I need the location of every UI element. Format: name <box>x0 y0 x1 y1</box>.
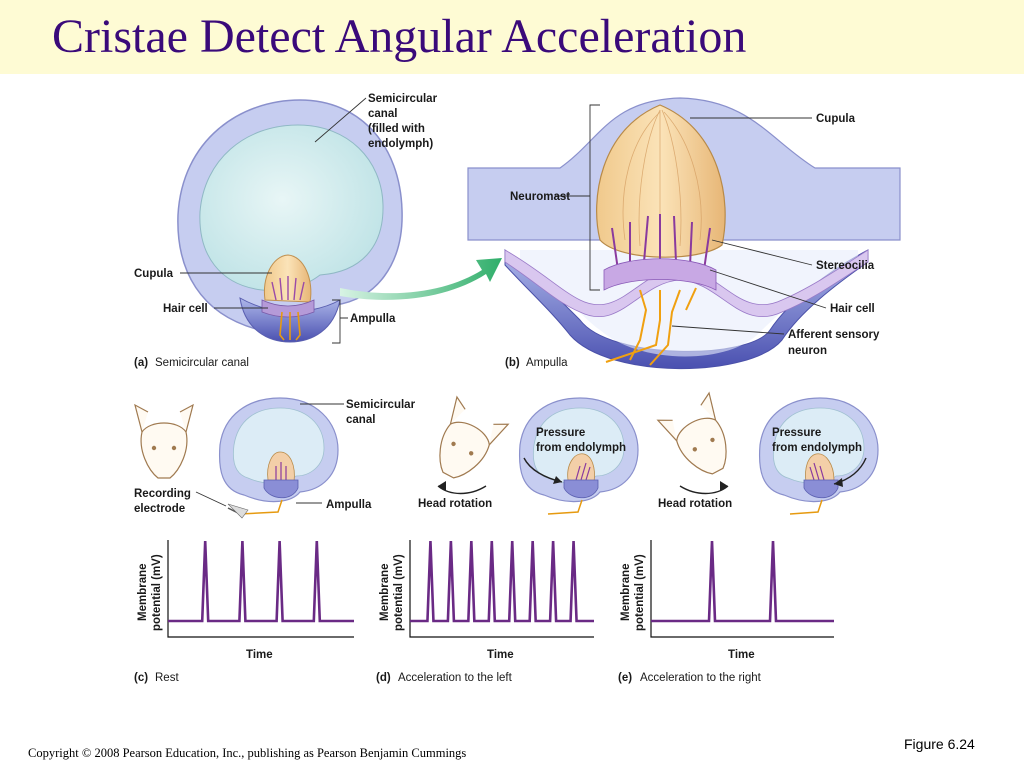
cupula-label-a: Cupula <box>134 268 174 280</box>
trace-line-c <box>168 540 354 623</box>
panel-a-caption: Semicircular canal <box>155 357 249 369</box>
trace-c: Membrane potential (mV) Time (c) Rest <box>134 540 354 684</box>
pressure-label-e-line1: Pressure <box>772 427 821 439</box>
deer-head-e <box>656 391 727 475</box>
panel-e-letter: (e) <box>618 672 632 684</box>
head-rotation-label-e: Head rotation <box>658 498 732 510</box>
axes-c <box>167 540 354 638</box>
title-bar <box>0 0 1024 74</box>
semicircular-canal-inner <box>199 124 384 292</box>
hair-cell-label-a: Hair cell <box>163 303 208 315</box>
panel-b-caption: Ampulla <box>526 357 568 369</box>
canal-label-line3: (filled with <box>368 123 425 135</box>
panel-e-illustration: Head rotation Pressure from endolymph <box>656 391 879 515</box>
panel-a-letter: (a) <box>134 357 148 369</box>
canal-label-c-line2: canal <box>346 414 375 426</box>
panel-d-letter: (d) <box>376 672 391 684</box>
panel-c-letter: (c) <box>134 672 148 684</box>
panel-c-caption: Rest <box>155 672 179 684</box>
panel-b: Neuromast Cupula Stereocilia Hair cell A… <box>467 97 901 370</box>
trace-line-d <box>410 540 594 623</box>
slide-title: Cristae Detect Angular Acceleration <box>52 10 747 63</box>
zoom-arrow <box>340 258 502 300</box>
trace-e: Membrane potential (mV) Time (e) Acceler… <box>618 540 834 684</box>
deer-head-c <box>134 403 194 479</box>
cupula-label-b: Cupula <box>816 113 856 125</box>
ylabel-e-line1: Membrane <box>620 563 632 621</box>
panel-d-illustration: Head rotation Pressure from endolymph <box>418 395 639 515</box>
deer-head-d <box>439 395 510 479</box>
axes-d <box>409 540 594 638</box>
panel-b-letter: (b) <box>505 357 520 369</box>
trace-line-e <box>651 540 834 623</box>
ampulla-label-a: Ampulla <box>350 313 396 325</box>
head-rotation-label-d: Head rotation <box>418 498 492 510</box>
neuron-label-line1: Afferent sensory <box>788 329 880 341</box>
panel-e-caption: Acceleration to the right <box>640 672 762 684</box>
canal-label-line4: endolymph) <box>368 138 433 150</box>
recording-label-line2: electrode <box>134 503 185 515</box>
panel-a: Semicircular canal (filled with endolymp… <box>134 93 438 369</box>
ylabel-d-line2: potential (mV) <box>393 554 405 631</box>
cupula-b <box>596 104 726 258</box>
epithelium-b <box>504 249 869 318</box>
axes-e <box>650 540 834 638</box>
ylabel-c-line2: potential (mV) <box>151 554 163 631</box>
copyright-notice: Copyright © 2008 Pearson Education, Inc.… <box>28 746 467 760</box>
neuromast-label: Neuromast <box>510 191 570 203</box>
figure-number: Figure 6.24 <box>904 736 975 752</box>
xlabel-d: Time <box>487 649 514 661</box>
trace-d: Membrane potential (mV) Time (d) Acceler… <box>376 540 594 684</box>
panel-c-illustration: Semicircular canal Recording electrode A… <box>134 397 416 519</box>
ylabel-d-line1: Membrane <box>379 563 391 621</box>
pressure-label-d-line2: from endolymph <box>536 442 626 454</box>
xlabel-e: Time <box>728 649 755 661</box>
canal-label-line1: Semicircular <box>368 93 438 105</box>
hair-cells-a <box>261 299 315 318</box>
canal-label-line2: canal <box>368 108 397 120</box>
stereocilia-label: Stereocilia <box>816 260 875 272</box>
ampulla-label-c: Ampulla <box>326 499 372 511</box>
panel-d-caption: Acceleration to the left <box>398 672 513 684</box>
xlabel-c: Time <box>246 649 273 661</box>
ylabel-c-line1: Membrane <box>137 563 149 621</box>
ylabel-e-line2: potential (mV) <box>634 554 646 631</box>
recording-label-line1: Recording <box>134 488 191 500</box>
canal-label-c-line1: Semicircular <box>346 399 416 411</box>
pressure-label-e-line2: from endolymph <box>772 442 862 454</box>
neuron-label-line2: neuron <box>788 345 827 357</box>
pressure-label-d-line1: Pressure <box>536 427 585 439</box>
hair-cells-b <box>603 258 717 291</box>
hair-cell-label-b: Hair cell <box>830 303 875 315</box>
